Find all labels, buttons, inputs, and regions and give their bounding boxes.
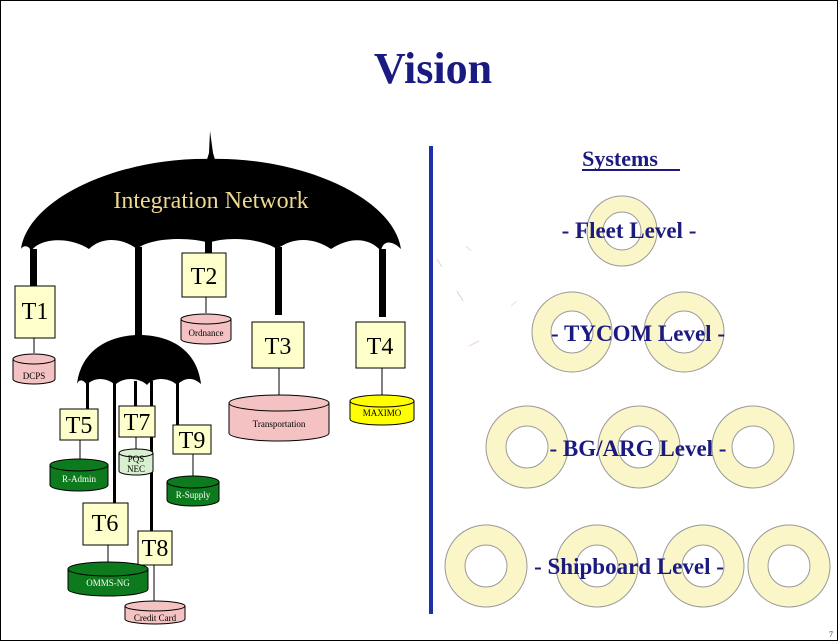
pole-t1: [30, 249, 37, 287]
db-ordnance: Ordnance: [180, 313, 232, 345]
terminal-t6-label: T6: [92, 511, 119, 537]
terminal-t7-label: T7: [124, 410, 151, 436]
ring-tycom-1: [531, 291, 613, 373]
umbrella-canopy: [21, 158, 401, 251]
terminal-t9: T9: [172, 424, 212, 455]
pole-t3: [275, 247, 282, 315]
ring-ship-2: [555, 524, 639, 608]
db-credit-card: Credit Card: [124, 600, 186, 625]
db-maximo: MAXIMO: [349, 394, 415, 426]
terminal-t4: T4: [355, 321, 406, 369]
tycom-level-label: - TYCOM Level -: [551, 321, 725, 346]
connector-lines: [33, 296, 383, 601]
decorative-specks: [436, 245, 518, 347]
pole-center: [135, 247, 142, 347]
db-r-admin: R-Admin: [49, 458, 109, 492]
db-transportation: Transportation: [228, 394, 330, 442]
ring-bg-2: [597, 405, 681, 489]
terminal-t8-label: T8: [142, 536, 169, 562]
ring-ship-1: [444, 524, 528, 608]
db-transportation-label: Transportation: [253, 419, 306, 429]
terminal-t2: T2: [181, 252, 227, 298]
database-cylinders: DCPS Ordnance Transportation MAXIMO R-Ad…: [12, 313, 415, 625]
fleet-level-label: - Fleet Level -: [562, 218, 697, 243]
db-r-supply-label: R-Supply: [176, 490, 211, 500]
terminal-t6: T6: [82, 502, 129, 546]
db-maximo-label: MAXIMO: [363, 408, 402, 418]
db-r-admin-label: R-Admin: [62, 474, 97, 484]
terminal-t3: T3: [251, 321, 305, 369]
pole-t4: [379, 249, 386, 317]
systems-heading: Systems: [582, 146, 658, 171]
terminal-t7: T7: [118, 405, 156, 438]
terminal-t4-label: T4: [367, 334, 394, 360]
db-omms-ng-label: OMMS-NG: [86, 578, 130, 588]
integration-network-umbrella: Integration Network: [21, 131, 401, 347]
level-rings: [444, 195, 831, 608]
db-dcps-label: DCPS: [23, 371, 46, 381]
terminal-t5: T5: [59, 408, 99, 441]
ring-fleet-1: [586, 195, 658, 267]
shipboard-level-label: - Shipboard Level -: [534, 554, 724, 579]
db-r-supply: R-Supply: [166, 475, 220, 507]
db-credit-card-label: Credit Card: [134, 613, 177, 623]
terminal-t1-label: T1: [22, 299, 49, 325]
db-nec-label: NEC: [127, 464, 145, 474]
db-dcps: DCPS: [12, 353, 56, 385]
pole-t2: [205, 241, 212, 255]
ring-ship-3: [661, 524, 745, 608]
sub-umbrella-canopy: [77, 335, 201, 385]
db-omms-ng: OMMS-NG: [67, 561, 149, 597]
db-pqs-nec: PQS NEC: [118, 448, 154, 476]
ring-bg-3: [711, 405, 795, 489]
integration-network-label: Integration Network: [113, 188, 308, 214]
vertical-divider: [429, 146, 433, 614]
ring-tycom-2: [643, 291, 725, 373]
ring-bg-1: [485, 405, 569, 489]
terminal-boxes: T1 T2 T3 T4 T5 T6 T7 T8 T9: [14, 252, 406, 566]
slide-title: Vision: [374, 44, 492, 93]
terminal-t5-label: T5: [66, 413, 93, 439]
db-pqs-label: PQS: [128, 454, 145, 464]
umbrella-tip: [205, 131, 217, 166]
page-number: 7: [829, 630, 833, 639]
terminal-t1: T1: [14, 285, 56, 339]
terminal-t9-label: T9: [179, 428, 206, 454]
ring-ship-4: [747, 524, 831, 608]
terminal-t8: T8: [137, 530, 173, 566]
bg-arg-level-label: - BG/ARG Level -: [550, 436, 727, 461]
db-ordnance-label: Ordnance: [189, 328, 224, 338]
terminal-t2-label: T2: [191, 264, 218, 290]
terminal-t3-label: T3: [265, 334, 292, 360]
systems-heading-group: Systems: [582, 146, 680, 171]
